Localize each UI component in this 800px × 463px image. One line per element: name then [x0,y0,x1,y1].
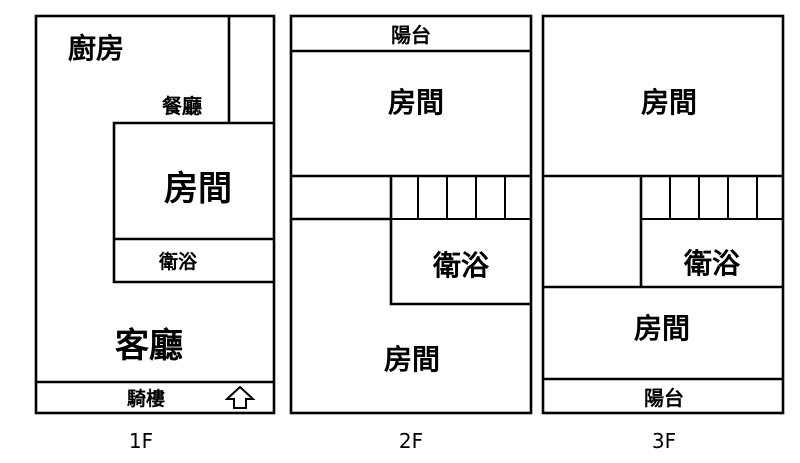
room-label-bedroom-front: 房間 [388,86,444,119]
entrance-arrow-icon [224,385,256,409]
room-label-bathroom: 衛浴 [432,249,490,282]
room-label-bedroom-back: 房間 [384,343,440,376]
floor-3f-outline [541,14,785,415]
bedroom-wall [112,121,274,284]
room-label-arcade: 騎樓 [127,387,165,410]
room-label-bathroom: 衛浴 [683,247,741,280]
staircase-icon [391,176,531,220]
staircase-icon [641,176,783,220]
room-label-balcony: 陽台 [391,23,431,47]
floor-label-2f: 2F [399,429,423,453]
floor-label-3f: 3F [652,429,676,453]
floor-2f-outline [289,14,533,415]
room-label-bedroom-back: 房間 [634,312,690,345]
floor-1f-outline [34,14,276,415]
floor-label-1f: 1F [129,429,153,453]
bathroom-wall [389,176,531,306]
room-label-living: 客廳 [115,326,183,366]
room-label-bedroom-front: 房間 [641,86,697,119]
room-label-balcony: 陽台 [644,386,684,410]
floor-2f: 陽台 房間 衛浴 房間 [289,14,533,415]
room-label-kitchen: 廚房 [68,32,124,65]
floor-3f: 房間 衛浴 房間 陽台 [541,14,785,415]
room-label-bedroom: 房間 [164,169,232,209]
room-label-dining: 餐廳 [162,94,202,118]
room-label-bathroom: 衛浴 [158,250,198,273]
floor-1f: 廚房 餐廳 房間 衛浴 客廳 騎樓 [34,14,276,415]
